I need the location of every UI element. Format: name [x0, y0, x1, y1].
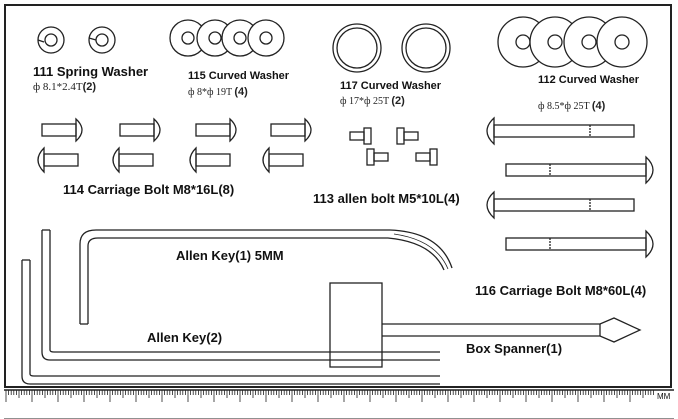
allen-key-5mm-label: Allen Key(1) 5MM [176, 248, 284, 263]
curved-washer-112-spec: ф 8.5*ф 25T (4) [538, 100, 606, 112]
spring-washer-icon [37, 26, 116, 54]
ruler-unit-label: MM [657, 392, 671, 401]
box-spanner-icon [329, 282, 642, 368]
allen-key-5mm-icon [79, 229, 453, 325]
spring-washer-label: 111 Spring Washer [33, 64, 149, 79]
carriage-bolt-short-icon [37, 117, 312, 174]
curved-washer-117-spec: ф 17*ф 25T (2) [340, 95, 405, 107]
curved-washer-115-spec: ф 8*ф 19T (4) [188, 86, 248, 98]
carriage-bolt-long-icon [486, 116, 654, 259]
spring-washer-spec: ф 8.1*2.4T(2) [33, 81, 97, 93]
curved-washer-117-label: 117 Curved Washer [340, 80, 442, 92]
ruler-ticks [5, 390, 654, 402]
allen-key-pair-label: Allen Key(2) [147, 330, 223, 345]
allen-bolt-icon [349, 127, 438, 166]
curved-washer-112-label: 112 Curved Washer [538, 74, 640, 86]
carriage-bolt-short-label: 114 Carriage Bolt M8*16L(8) [63, 182, 235, 197]
allen-bolt-label: 113 allen bolt M5*10L(4) [313, 191, 460, 206]
allen-key-pair-icon [21, 229, 440, 385]
curved-washer-117-icon [332, 23, 451, 73]
curved-washer-115-label: 115 Curved Washer [188, 70, 290, 82]
sheet-frame [4, 4, 672, 388]
box-spanner-label: Box Spanner(1) [466, 341, 563, 356]
curved-washer-115-icon [169, 19, 285, 57]
carriage-bolt-long-label: 116 Carriage Bolt M8*60L(4) [475, 283, 647, 298]
curved-washer-112-icon [497, 16, 648, 68]
